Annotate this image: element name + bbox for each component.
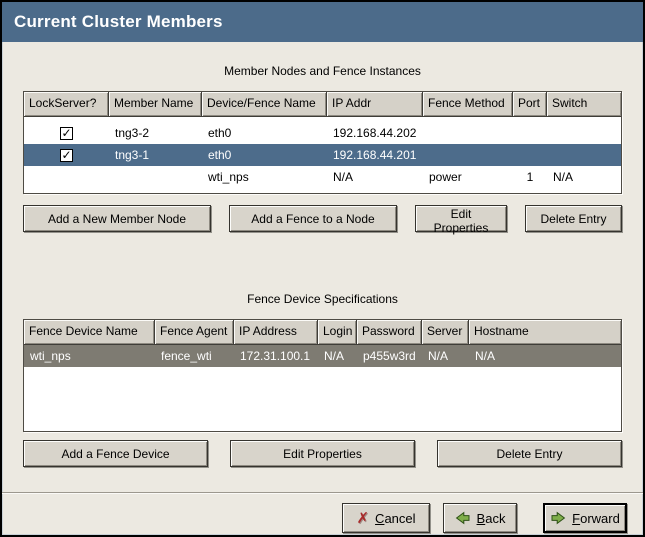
column-header-fence-agent[interactable]: Fence Agent: [155, 320, 234, 344]
port-cell: [513, 122, 547, 144]
back-button[interactable]: Back: [443, 503, 517, 533]
fence-device-name-cell: wti_nps: [24, 345, 155, 367]
lockserver-cell: ✓: [24, 144, 109, 166]
cancel-x-icon: ✗: [356, 511, 369, 526]
check-icon: ✓: [61, 128, 71, 139]
lockserver-checkbox[interactable]: ✓: [60, 127, 73, 140]
column-header-ip-addr[interactable]: IP Addr: [327, 92, 423, 116]
member-name-cell: [109, 166, 202, 188]
member-node-row-tng3-1-selected[interactable]: ✓ tng3-1 eth0 192.168.44.201: [24, 144, 621, 166]
device-fence-name-cell: eth0: [202, 122, 327, 144]
forward-button-label: Forward: [572, 511, 620, 526]
delete-entry-button[interactable]: Delete Entry: [437, 440, 622, 467]
column-header-lockserver[interactable]: LockServer?: [24, 92, 109, 116]
member-name-cell: tng3-2: [109, 122, 202, 144]
fence-method-cell: power: [423, 166, 513, 188]
member-nodes-section-label: Member Nodes and Fence Instances: [23, 64, 622, 79]
ip-addr-cell: 192.168.44.202: [327, 122, 423, 144]
edit-properties-button[interactable]: Edit Properties: [230, 440, 415, 467]
switch-cell: [547, 144, 621, 166]
fence-table-header-row: Fence Device Name Fence Agent IP Address…: [24, 320, 621, 345]
device-fence-name-cell: eth0: [202, 144, 327, 166]
switch-cell: N/A: [547, 166, 621, 188]
member-nodes-table: LockServer? Member Name Device/Fence Nam…: [23, 91, 622, 194]
arrow-right-icon: [550, 510, 566, 526]
lockserver-cell: [24, 166, 109, 188]
column-header-member-name[interactable]: Member Name: [109, 92, 202, 116]
port-cell: 1: [513, 166, 547, 188]
column-header-password[interactable]: Password: [357, 320, 422, 344]
port-cell: [513, 144, 547, 166]
cancel-button-label: Cancel: [375, 511, 415, 526]
fence-method-cell: [423, 122, 513, 144]
column-header-server[interactable]: Server: [422, 320, 469, 344]
add-member-node-button[interactable]: Add a New Member Node: [23, 205, 211, 232]
lockserver-cell: ✓: [24, 122, 109, 144]
dialog-header: Current Cluster Members: [2, 2, 643, 42]
cancel-button[interactable]: ✗ Cancel: [342, 503, 430, 533]
server-cell: N/A: [422, 345, 469, 367]
column-header-fence-device-name[interactable]: Fence Device Name: [24, 320, 155, 344]
fence-instance-row-wti-nps[interactable]: wti_nps N/A power 1 N/A: [24, 166, 621, 188]
fence-devices-section-label: Fence Device Specifications: [23, 292, 622, 307]
column-header-switch[interactable]: Switch: [547, 92, 621, 116]
footer-separator: [2, 492, 643, 494]
lockserver-checkbox[interactable]: ✓: [60, 149, 73, 162]
switch-cell: [547, 122, 621, 144]
ip-addr-cell: 192.168.44.201: [327, 144, 423, 166]
ip-addr-cell: N/A: [327, 166, 423, 188]
back-button-label: Back: [477, 511, 506, 526]
member-node-row-tng3-2[interactable]: ✓ tng3-2 eth0 192.168.44.202: [24, 122, 621, 144]
login-cell: N/A: [318, 345, 357, 367]
arrow-left-icon: [455, 510, 471, 526]
add-fence-device-button[interactable]: Add a Fence Device: [23, 440, 208, 467]
column-header-device-fence-name[interactable]: Device/Fence Name: [202, 92, 327, 116]
hostname-cell: N/A: [469, 345, 621, 367]
check-icon: ✓: [61, 150, 71, 161]
delete-entry-button[interactable]: Delete Entry: [525, 205, 622, 232]
device-fence-name-cell: wti_nps: [202, 166, 327, 188]
column-header-login[interactable]: Login: [318, 320, 357, 344]
page-title: Current Cluster Members: [14, 12, 223, 32]
fence-method-cell: [423, 144, 513, 166]
column-header-port[interactable]: Port: [513, 92, 547, 116]
password-cell: p455w3rd: [357, 345, 422, 367]
column-header-hostname[interactable]: Hostname: [469, 320, 621, 344]
member-table-header-row: LockServer? Member Name Device/Fence Nam…: [24, 92, 621, 117]
column-header-fence-method[interactable]: Fence Method: [423, 92, 513, 116]
fence-device-row-wti-nps-selected[interactable]: wti_nps fence_wti 172.31.100.1 N/A p455w…: [24, 345, 621, 367]
edit-properties-button[interactable]: Edit Properties: [415, 205, 507, 232]
member-name-cell: tng3-1: [109, 144, 202, 166]
fence-table-body: wti_nps fence_wti 172.31.100.1 N/A p455w…: [24, 345, 621, 431]
dialog-footer: ✗ Cancel Back Forward: [2, 503, 643, 533]
add-fence-to-node-button[interactable]: Add a Fence to a Node: [229, 205, 397, 232]
fence-agent-cell: fence_wti: [155, 345, 234, 367]
member-table-body: ✓ tng3-2 eth0 192.168.44.202 ✓ tng3-1 et…: [24, 117, 621, 193]
ip-address-cell: 172.31.100.1: [234, 345, 318, 367]
fence-devices-table: Fence Device Name Fence Agent IP Address…: [23, 319, 622, 432]
column-header-ip-address[interactable]: IP Address: [234, 320, 318, 344]
forward-button[interactable]: Forward: [543, 503, 627, 533]
